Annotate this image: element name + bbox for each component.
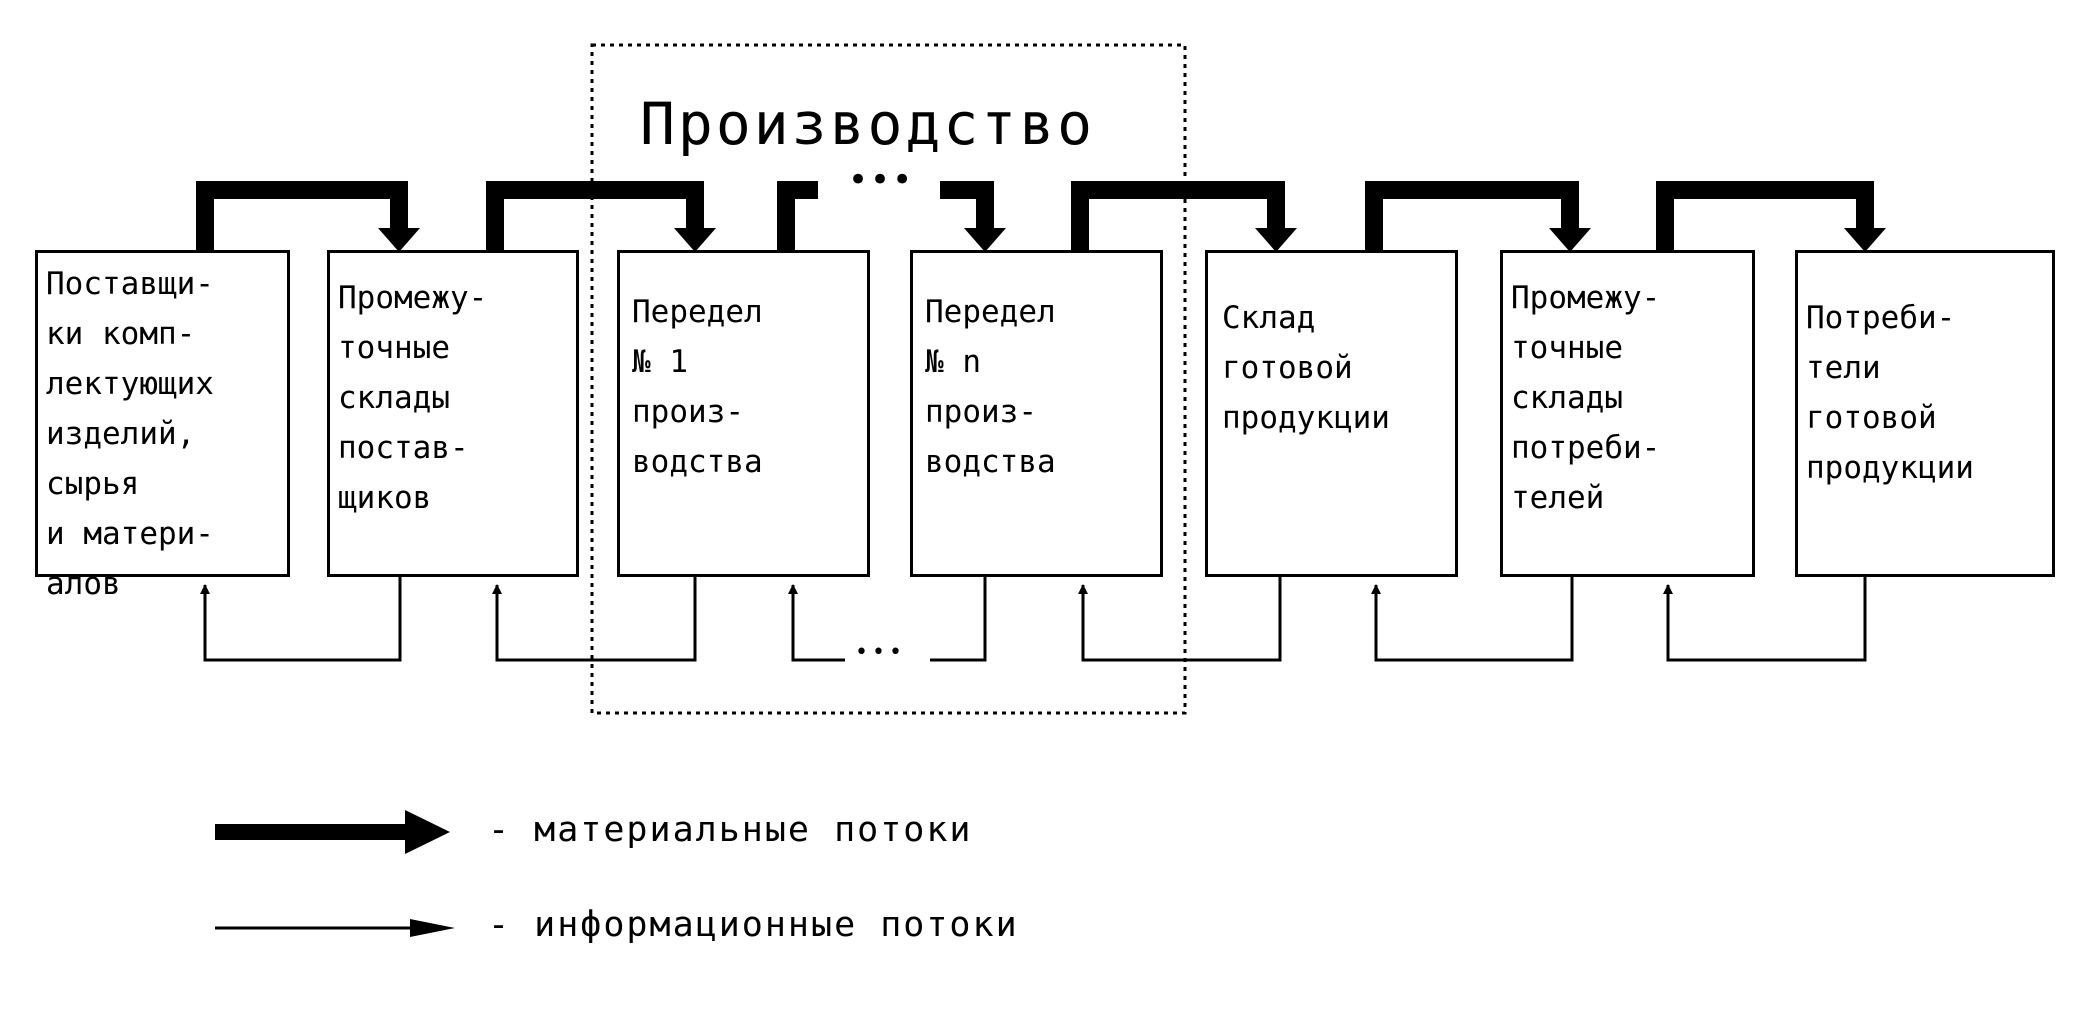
material-flow-4-5 — [1071, 181, 1297, 252]
production-title: Производство — [640, 90, 1096, 158]
box-supplier-warehouses-label: Промежу- точные склады постав- щиков — [338, 280, 488, 516]
legend-info-label: - информационные потоки — [488, 905, 1019, 945]
box-stage-1: Передел № 1 произ- водства — [617, 250, 870, 577]
legend-material-label: - материальные потоки — [488, 810, 973, 850]
production-boundary — [590, 43, 1187, 715]
material-flow-1-2 — [196, 181, 420, 252]
box-suppliers: Поставщи- ки комп- лектующих изделий, сы… — [35, 250, 290, 602]
box-stage-n: Передел № n произ- водства — [910, 250, 1163, 577]
material-flow-ellipsis-4 — [940, 181, 1006, 252]
material-flow-3-ellipsis — [777, 181, 818, 250]
box-consumers: Потреби- тели готовой продукции — [1795, 250, 2055, 577]
info-flow-6-5 — [1371, 575, 1574, 662]
info-flow-ellipsis-3 — [788, 584, 845, 662]
box-consumers-label: Потреби- тели готовой продукции — [1806, 300, 1974, 486]
info-flow-7-6 — [1663, 575, 1867, 662]
box-stage-n-label: Передел № n произ- водства — [925, 294, 1056, 480]
box-finished-goods-warehouse: Склад готовой продукции — [1205, 250, 1458, 577]
info-flow-5-4 — [1078, 575, 1282, 662]
legend-info-arrow — [215, 919, 455, 937]
box-stage-1-label: Передел № 1 произ- водства — [632, 294, 763, 480]
info-flow-2-1 — [200, 575, 402, 662]
box-finished-goods-warehouse-label: Склад готовой продукции — [1222, 300, 1390, 436]
box-consumer-warehouses: Промежу- точные склады потреби- телей — [1500, 250, 1755, 577]
material-flow-6-7 — [1656, 181, 1886, 252]
ellipsis-top: ••• — [848, 160, 915, 200]
ellipsis-bottom: ••• — [855, 640, 906, 665]
box-suppliers-label: Поставщи- ки комп- лектующих изделий, сы… — [46, 266, 214, 602]
material-flow-5-6 — [1365, 181, 1591, 252]
info-flow-3-2 — [492, 575, 697, 662]
info-flow-4-ellipsis — [930, 575, 987, 662]
box-supplier-warehouses: Промежу- точные склады постав- щиков — [327, 250, 579, 577]
box-consumer-warehouses-label: Промежу- точные склады потреби- телей — [1511, 280, 1661, 516]
legend-material-arrow — [215, 810, 450, 854]
material-flow-2-3 — [486, 181, 716, 252]
